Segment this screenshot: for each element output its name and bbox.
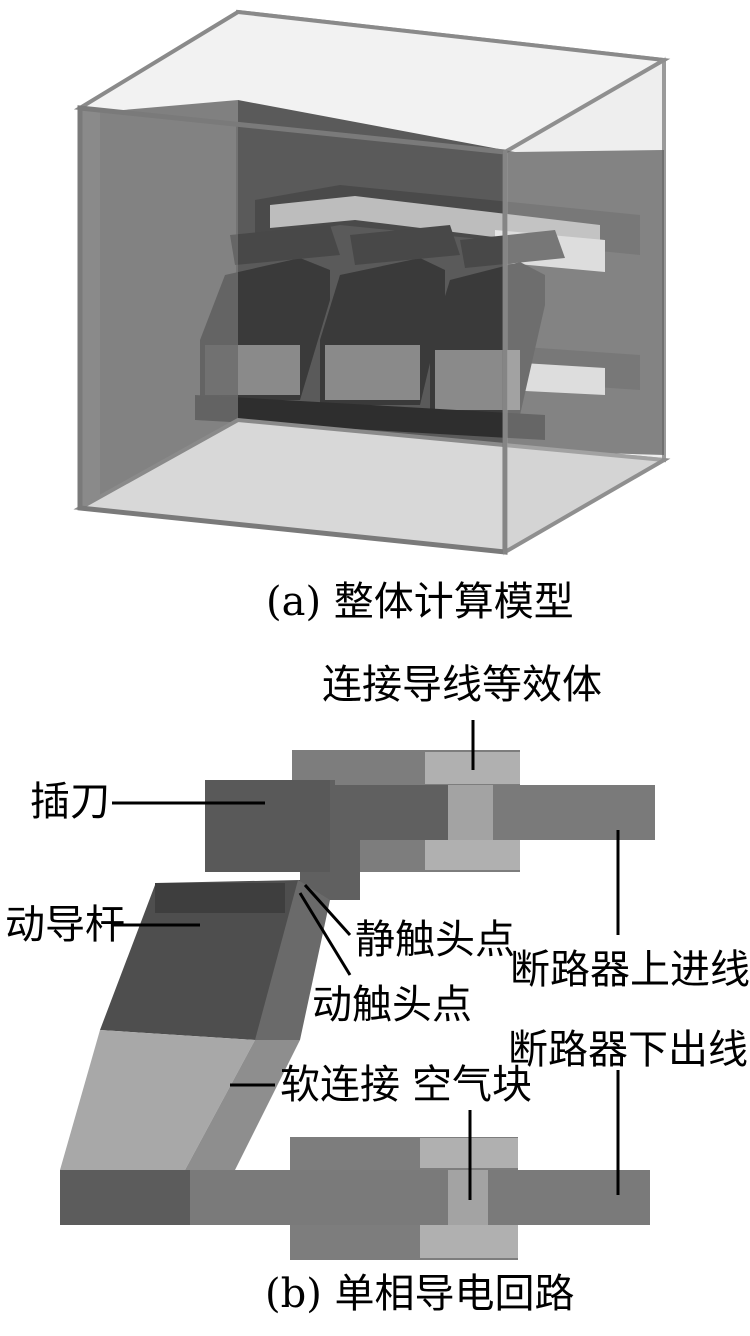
enclosure-right: [503, 56, 666, 556]
moving-rod-side: [255, 880, 330, 1040]
label-moving-rod: 动导杆: [5, 902, 125, 948]
enclosure-front: [77, 105, 508, 555]
label-equivalent-conductor: 连接导线等效体: [322, 662, 602, 708]
upper-connector-bottom-light: [425, 840, 520, 870]
caption-a: (a) 整体计算模型: [266, 579, 574, 625]
upper-air-block: [448, 785, 493, 840]
label-moving-contact: 动触头点: [312, 982, 472, 1028]
single-phase-circuit: [60, 720, 655, 1260]
label-lower-outgoing: 断路器下出线: [508, 1027, 748, 1073]
label-blade: 插刀: [30, 779, 110, 825]
lower-busbar: [185, 1170, 650, 1225]
label-soft-connection: 软连接: [280, 1062, 400, 1108]
base-shelf: [195, 395, 545, 440]
overall-model: [73, 9, 671, 556]
leader-lines: [112, 720, 620, 1200]
leader-moving: [298, 892, 352, 976]
soft-connection-side: [185, 1040, 300, 1170]
lower-air-block: [448, 1170, 488, 1225]
lower-connector-bottom-light: [420, 1224, 518, 1258]
leader-static: [303, 883, 352, 937]
rod-top: [155, 883, 285, 913]
phase-2: [320, 225, 460, 405]
soft-connection: [60, 1030, 255, 1170]
label-static-contact: 静触头点: [355, 917, 515, 963]
lower-left-block: [60, 1170, 190, 1225]
enclosure-left-face: [100, 100, 238, 505]
enclosure-left: [80, 108, 100, 508]
moving-rod: [100, 880, 300, 1040]
caption-b: (b) 单相导电回路: [265, 1271, 575, 1317]
label-upper-incoming: 断路器上进线: [510, 947, 750, 993]
phase-3: [430, 230, 565, 415]
label-air-block: 空气块: [412, 1062, 532, 1108]
blade-face: [205, 780, 330, 872]
